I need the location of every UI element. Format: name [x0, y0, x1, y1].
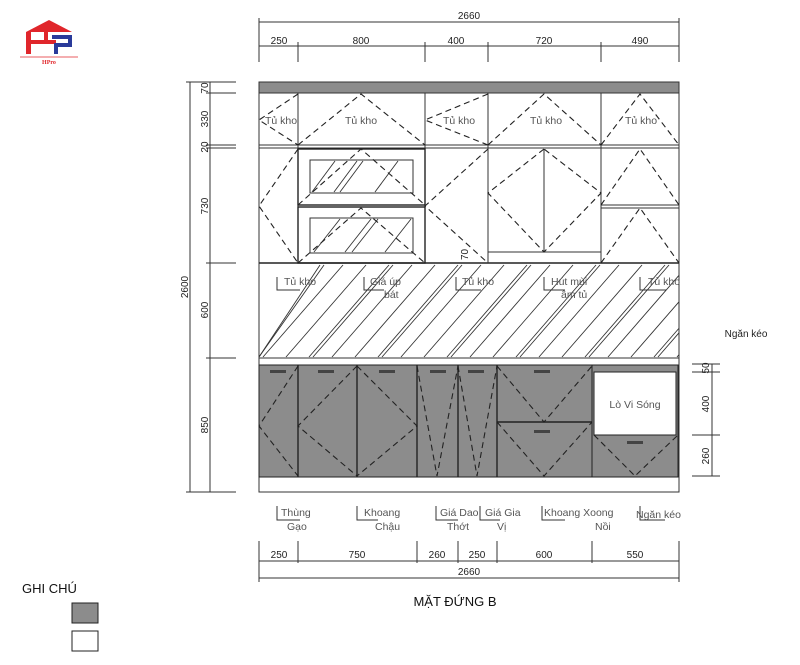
base-label: Giá Dao — [440, 507, 479, 519]
base-label: Khoang Xoong — [544, 507, 614, 519]
hatch-line — [653, 327, 680, 358]
hatch-line — [285, 264, 367, 358]
drawing-title: MẶT ĐỨNG B — [413, 594, 496, 609]
backsplash-hatch — [258, 264, 680, 358]
bottom-dimensions: 250 750 260 250 600 550 2660 — [258, 541, 680, 582]
dim-right: 260 — [701, 447, 712, 464]
hatch-line — [450, 264, 532, 358]
legend-title: GHI CHÚ — [22, 581, 77, 596]
base-label: Khoang — [364, 507, 400, 519]
hatch-line — [676, 354, 680, 358]
dim-left: 20 — [200, 141, 211, 153]
hatch-line — [377, 264, 459, 358]
dim-top: 800 — [353, 36, 370, 47]
dim-right: 50 — [701, 362, 712, 374]
hatch-line — [630, 301, 680, 358]
left-dimensions: 2600 70 330 20 730 600 850 — [180, 81, 236, 493]
dim-left: 600 — [200, 301, 211, 318]
dim-total-left: 2600 — [180, 275, 191, 298]
hatch-line — [262, 264, 344, 358]
dim-top: 400 — [448, 36, 465, 47]
hatch-line — [446, 264, 528, 358]
hatch-line — [354, 264, 436, 358]
legend: GHI CHÚ — [22, 581, 99, 652]
hatch-line — [258, 264, 321, 358]
base-label: Gạo — [287, 521, 307, 533]
dim-right: 400 — [701, 395, 712, 412]
dim-top: 250 — [271, 36, 288, 47]
hatch-line — [607, 275, 680, 358]
backsplash-label: bát — [384, 289, 399, 301]
backsplash-label: Hút mùi — [551, 276, 587, 288]
upper-label: Tủ kho — [345, 115, 377, 127]
dim-total-top: 2660 — [458, 11, 481, 22]
microwave — [593, 371, 677, 436]
hatch-line — [469, 264, 551, 358]
dim-bottom: 750 — [349, 550, 366, 561]
dim-bottom: 250 — [469, 550, 486, 561]
base-label: Vị — [497, 521, 506, 533]
upper-label: Tủ kho — [530, 115, 562, 127]
base-label: Thùng — [281, 507, 311, 519]
hatch-line — [400, 264, 482, 358]
legend-swatch-white — [71, 630, 99, 652]
hatch-line — [657, 332, 680, 358]
upper-label: Tủ kho — [443, 115, 475, 127]
hatch-line — [584, 264, 666, 358]
hpro-logo: HPro — [20, 20, 78, 66]
hatch-line — [588, 264, 670, 358]
backsplash-labels: Tủ kho Giá úp bát Tủ kho Hút mùi âm tủ T… — [276, 276, 680, 301]
backsplash-label: Tủ kho — [648, 276, 680, 288]
right-dimensions: Ngăn kéo 50 400 260 — [692, 329, 768, 477]
dim-bottom: 260 — [429, 550, 446, 561]
hatch-line — [381, 264, 463, 358]
right-label: Ngăn kéo — [725, 329, 768, 340]
dim-total-bottom: 2660 — [458, 567, 481, 578]
upper-label: Tủ kho — [625, 115, 657, 127]
hatch-line — [258, 264, 325, 358]
hatch-line — [308, 264, 390, 358]
glass-hatch — [311, 160, 412, 253]
base-label: Ngăn kéo — [636, 509, 681, 521]
backsplash-label: Giá úp — [370, 276, 401, 288]
hatch-line — [492, 264, 574, 358]
hatch-line — [423, 264, 505, 358]
dim-bottom: 250 — [271, 550, 288, 561]
logo-text: HPro — [42, 60, 56, 66]
dim-bottom: 550 — [627, 550, 644, 561]
backsplash-label: âm tủ — [561, 289, 587, 301]
dim-left: 70 — [200, 82, 211, 94]
dim-left: 850 — [200, 416, 211, 433]
dim-top: 490 — [632, 36, 649, 47]
upper-label: Tủ kho — [265, 115, 297, 127]
hatch-line — [312, 264, 394, 358]
base-label: Nồi — [595, 521, 611, 533]
hatch-line — [519, 264, 601, 358]
base-label: Thớt — [447, 521, 469, 533]
dim-bottom: 600 — [536, 550, 553, 561]
cabinet-elevation: Tủ kho Tủ kho Tủ kho Tủ kho Tủ kho 70 Tủ… — [257, 81, 681, 533]
dim-left: 330 — [200, 110, 211, 127]
hatch-line — [561, 264, 643, 358]
top-dimensions: 2660 250 800 400 720 490 — [258, 11, 680, 62]
hatch-line — [331, 264, 413, 358]
backsplash-label: Tủ kho — [284, 276, 316, 288]
dim-top: 720 — [536, 36, 553, 47]
base-label: Chậu — [375, 521, 400, 533]
legend-swatch-gray — [71, 602, 99, 624]
base-label: Giá Gia — [485, 507, 521, 519]
hatch-line — [538, 264, 620, 358]
dim-left: 730 — [200, 197, 211, 214]
hatch-line — [515, 264, 597, 358]
microwave-label: Lò Vi Sóng — [609, 399, 660, 411]
backsplash-label: Tủ kho — [462, 276, 494, 288]
dim-gap: 70 — [460, 248, 471, 260]
